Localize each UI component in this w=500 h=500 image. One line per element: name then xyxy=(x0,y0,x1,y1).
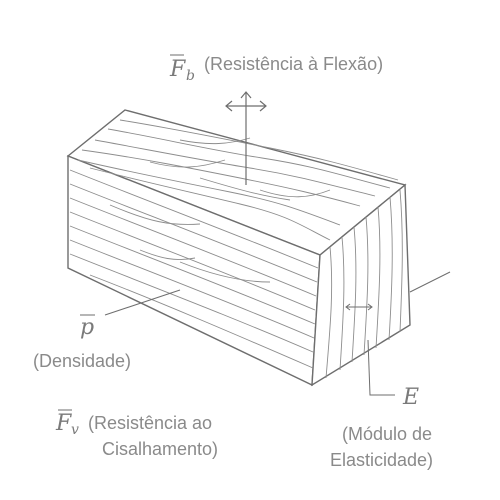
shear-label-line2: Cisalhamento) xyxy=(102,439,218,459)
shear-subscript: v xyxy=(71,422,79,438)
modulus-label-line1: (Módulo de xyxy=(342,424,432,444)
modulus-pointer-line xyxy=(367,339,395,396)
shear-symbol: F xyxy=(55,411,72,436)
top-face-grain xyxy=(77,119,399,241)
block-end-face xyxy=(311,183,411,387)
bending-subscript: b xyxy=(186,68,195,84)
bending-symbol: F xyxy=(169,57,186,82)
modulus-symbol: E xyxy=(402,385,419,410)
front-face-grain xyxy=(69,169,319,369)
modulus-label-line2: Elasticidade) xyxy=(330,450,433,470)
density-pointer-line xyxy=(104,289,181,316)
density-label: (Densidade) xyxy=(33,351,131,371)
density-symbol: p xyxy=(80,315,94,340)
end-face-grain xyxy=(325,189,403,379)
bending-arrow-icon xyxy=(225,91,267,185)
shear-label-line1: (Resistência ao xyxy=(88,413,212,433)
bending-label: (Resistência à Flexão) xyxy=(204,54,383,74)
axis-extension-line xyxy=(409,271,451,293)
end-face-arrow-icon xyxy=(345,303,373,311)
